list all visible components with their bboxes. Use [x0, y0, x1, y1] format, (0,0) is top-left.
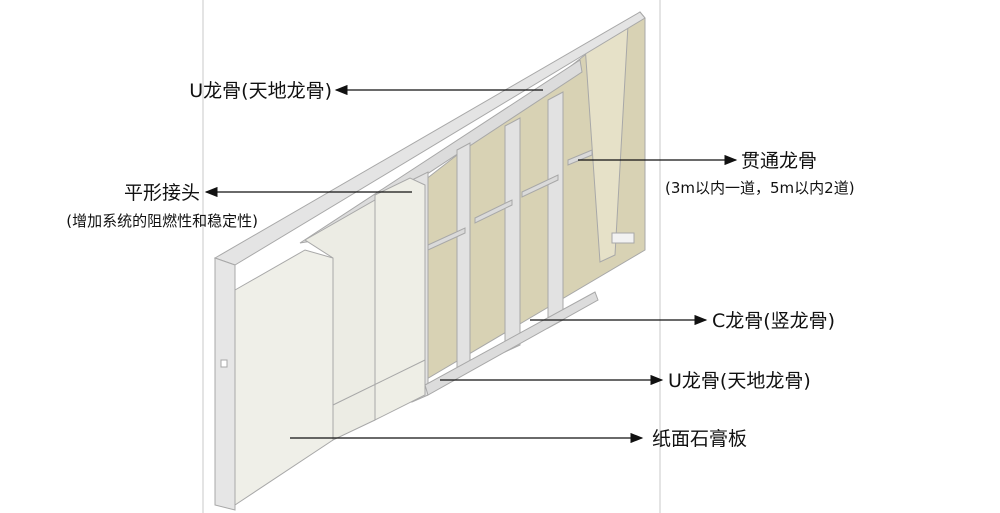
c-stud: [504, 117, 521, 353]
label-top-track: U龙骨(天地龙骨): [189, 80, 332, 102]
label-flat-joint: 平形接头: [124, 182, 200, 204]
label-bottom-track: U龙骨(天地龙骨): [668, 370, 811, 392]
front-gypsum-board: [374, 177, 426, 421]
end-post: [214, 257, 236, 511]
through-channels: [427, 149, 593, 251]
front-gypsum-board: [304, 199, 376, 441]
post-hole: [220, 359, 228, 368]
c-stud: [456, 142, 471, 378]
wall-illustration: [213, 11, 646, 511]
label-flat-joint-note: (增加系统的阻燃性和稳定性): [66, 212, 258, 230]
label-through-stud-note: (3m以内一道，5m以内2道): [665, 179, 855, 197]
label-gypsum-board: 纸面石膏板: [652, 427, 747, 450]
label-c-stud: C龙骨(竖龙骨): [712, 310, 835, 332]
bottom-u-track: [424, 291, 599, 396]
label-through-stud: 贯通龙骨: [741, 150, 817, 172]
front-gypsum-board: [234, 249, 334, 506]
c-stud: [547, 91, 564, 329]
outlet-box: [611, 232, 635, 244]
